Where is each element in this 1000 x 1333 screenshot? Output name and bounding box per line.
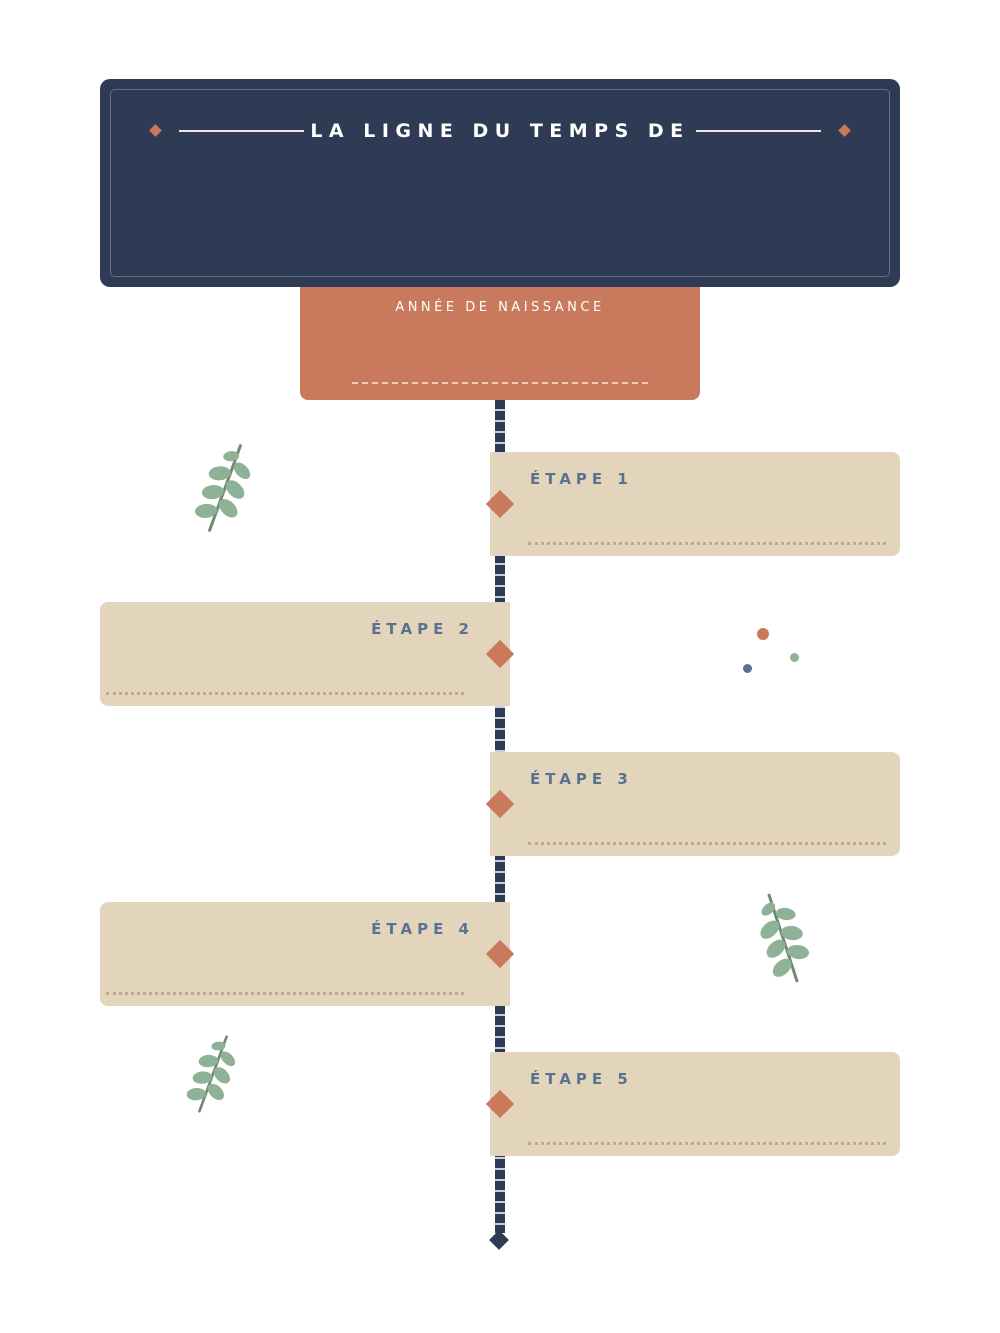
timeline-end-diamond-icon [489, 1230, 509, 1250]
step-card-5: ÉTAPE 5 [490, 1052, 900, 1156]
leaf-sprig-icon [195, 444, 251, 532]
step-label: ÉTAPE 2 [371, 620, 474, 638]
title-rule-right [696, 130, 821, 132]
step-entry-line [106, 992, 464, 995]
step-card-1: ÉTAPE 1 [490, 452, 900, 556]
step-entry-line [528, 542, 886, 545]
step-entry-line [106, 692, 464, 695]
step-card-2: ÉTAPE 2 [100, 602, 510, 706]
title-banner: LA LIGNE DU TEMPS DE [100, 79, 900, 287]
page-title: LA LIGNE DU TEMPS DE [310, 120, 690, 142]
birth-year-box: ANNÉE DE NAISSANCE [300, 287, 700, 400]
dot-icon [743, 664, 752, 673]
birth-year-entry-line [352, 382, 648, 384]
step-card-4: ÉTAPE 4 [100, 902, 510, 1006]
dot-icon [790, 653, 799, 662]
step-label: ÉTAPE 4 [371, 920, 474, 938]
step-label: ÉTAPE 5 [530, 1070, 633, 1088]
step-entry-line [528, 1142, 886, 1145]
title-banner-border: LA LIGNE DU TEMPS DE [110, 89, 890, 277]
leaf-sprig-icon [186, 1035, 236, 1113]
step-entry-line [528, 842, 886, 845]
title-rule-left [179, 130, 304, 132]
step-label: ÉTAPE 3 [530, 770, 633, 788]
birth-year-label: ANNÉE DE NAISSANCE [395, 300, 605, 315]
step-card-3: ÉTAPE 3 [490, 752, 900, 856]
leaf-sprig-icon [760, 893, 810, 983]
dot-icon [757, 628, 769, 640]
step-label: ÉTAPE 1 [530, 470, 633, 488]
